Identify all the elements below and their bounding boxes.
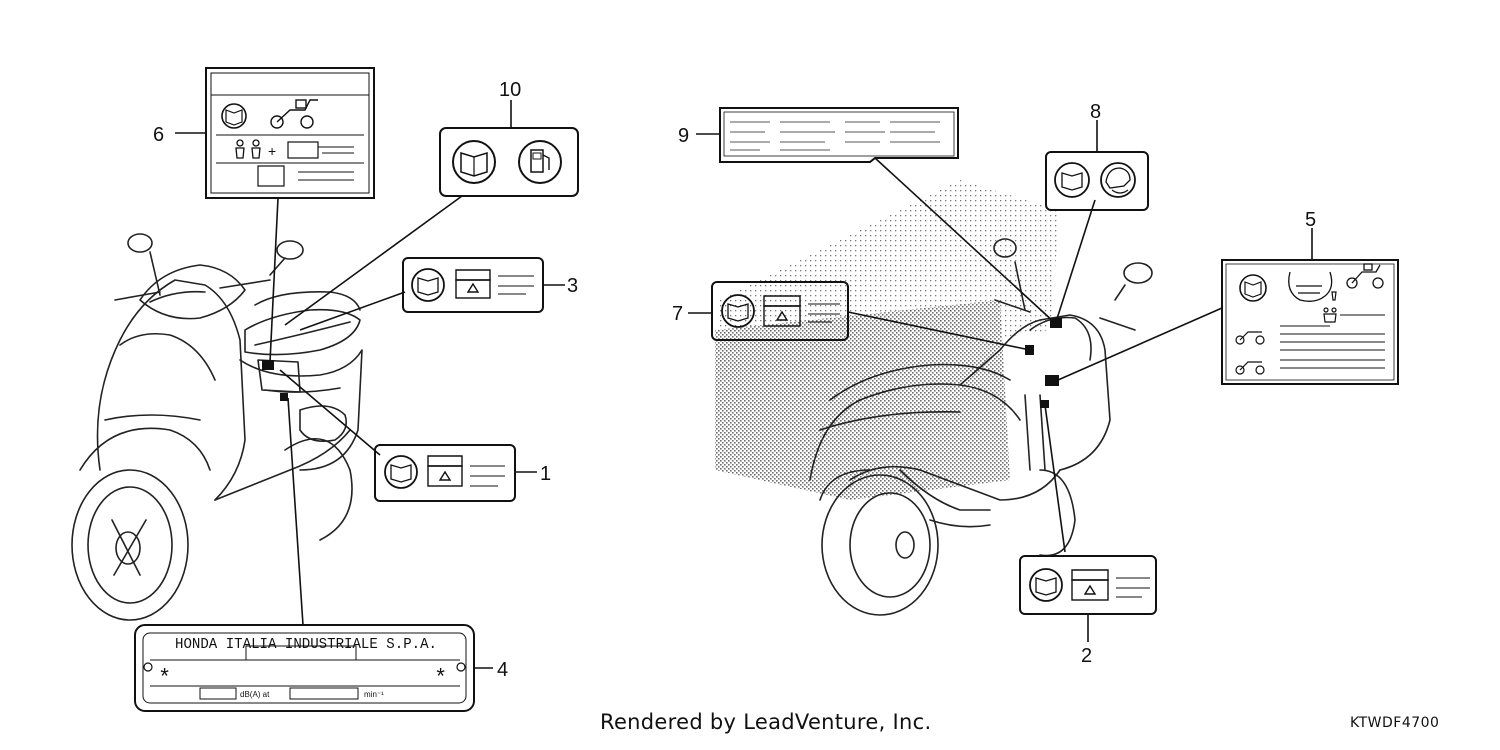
scooter-icon <box>270 99 318 129</box>
plate-star-left: * <box>158 666 171 691</box>
book-manual-icon <box>221 103 247 129</box>
label-patch <box>280 393 288 401</box>
label-4-manufacturer-plate <box>134 624 475 712</box>
scooter-right-shading <box>715 180 1060 500</box>
callout-2: 2 <box>1081 645 1092 667</box>
book-manual-icon <box>1054 162 1090 198</box>
scooter-left-drawing <box>71 233 363 621</box>
fuel-pump-icon <box>518 140 562 184</box>
book-manual-icon <box>721 294 755 328</box>
plate-text: HONDA ITALIA INDUSTRIALE S.P.A. * * dB(A… <box>158 636 447 699</box>
callout-5: 5 <box>1305 209 1316 231</box>
label-9-text-strip <box>719 107 959 163</box>
callout-9: 9 <box>678 125 689 147</box>
callout-7: 7 <box>672 303 683 325</box>
plate-maker-text: HONDA ITALIA INDUSTRIALE S.P.A. <box>175 636 437 653</box>
storage-box-icon <box>763 295 801 327</box>
callout-10: 10 <box>499 79 521 101</box>
book-manual-icon <box>1239 274 1267 302</box>
plate-star-right: * <box>434 666 447 691</box>
label-1-storage <box>374 444 516 502</box>
storage-box-icon <box>427 455 463 487</box>
label-patch <box>1040 400 1049 408</box>
storage-box-icon <box>1071 569 1109 601</box>
book-manual-icon <box>384 455 418 489</box>
label-10-fuel <box>439 127 579 197</box>
tire-icon <box>1288 271 1333 302</box>
label-2-storage <box>1019 555 1157 615</box>
label-patch <box>1045 375 1059 386</box>
scooter-icon <box>1235 331 1265 375</box>
callout-8: 8 <box>1090 101 1101 123</box>
passenger-icon <box>235 139 261 159</box>
label-7-storage <box>711 281 849 341</box>
plate-field-rpm: min⁻¹ <box>364 690 384 699</box>
callout-3: 3 <box>567 275 578 297</box>
callout-6: 6 <box>153 124 164 146</box>
passenger-icon <box>1323 291 1337 323</box>
callout-4: 4 <box>497 659 508 681</box>
plate-field-db: dB(A) at <box>240 690 270 699</box>
scooter-icon <box>1346 263 1384 289</box>
label-3-storage <box>402 257 544 313</box>
label-8-helmet <box>1045 151 1149 211</box>
helmet-icon <box>1100 162 1136 198</box>
diagram-code: KTWDF4700 <box>1350 715 1440 731</box>
book-manual-icon <box>1029 568 1063 602</box>
svg-text:+: + <box>268 143 276 159</box>
render-credit: Rendered by LeadVenture, Inc. <box>600 710 932 734</box>
label-5-tire-load <box>1221 259 1399 385</box>
book-manual-icon <box>411 268 445 302</box>
book-manual-icon <box>452 140 496 184</box>
scooter-right-drawing <box>809 238 1153 616</box>
storage-box-icon <box>455 269 491 299</box>
label-patch <box>262 360 274 370</box>
callout-1: 1 <box>540 463 551 485</box>
label-6-passenger-load: + <box>205 67 375 199</box>
leader-lines <box>175 100 1313 669</box>
callout-numbers: 6 10 3 1 4 9 8 5 7 2 <box>153 79 1316 681</box>
